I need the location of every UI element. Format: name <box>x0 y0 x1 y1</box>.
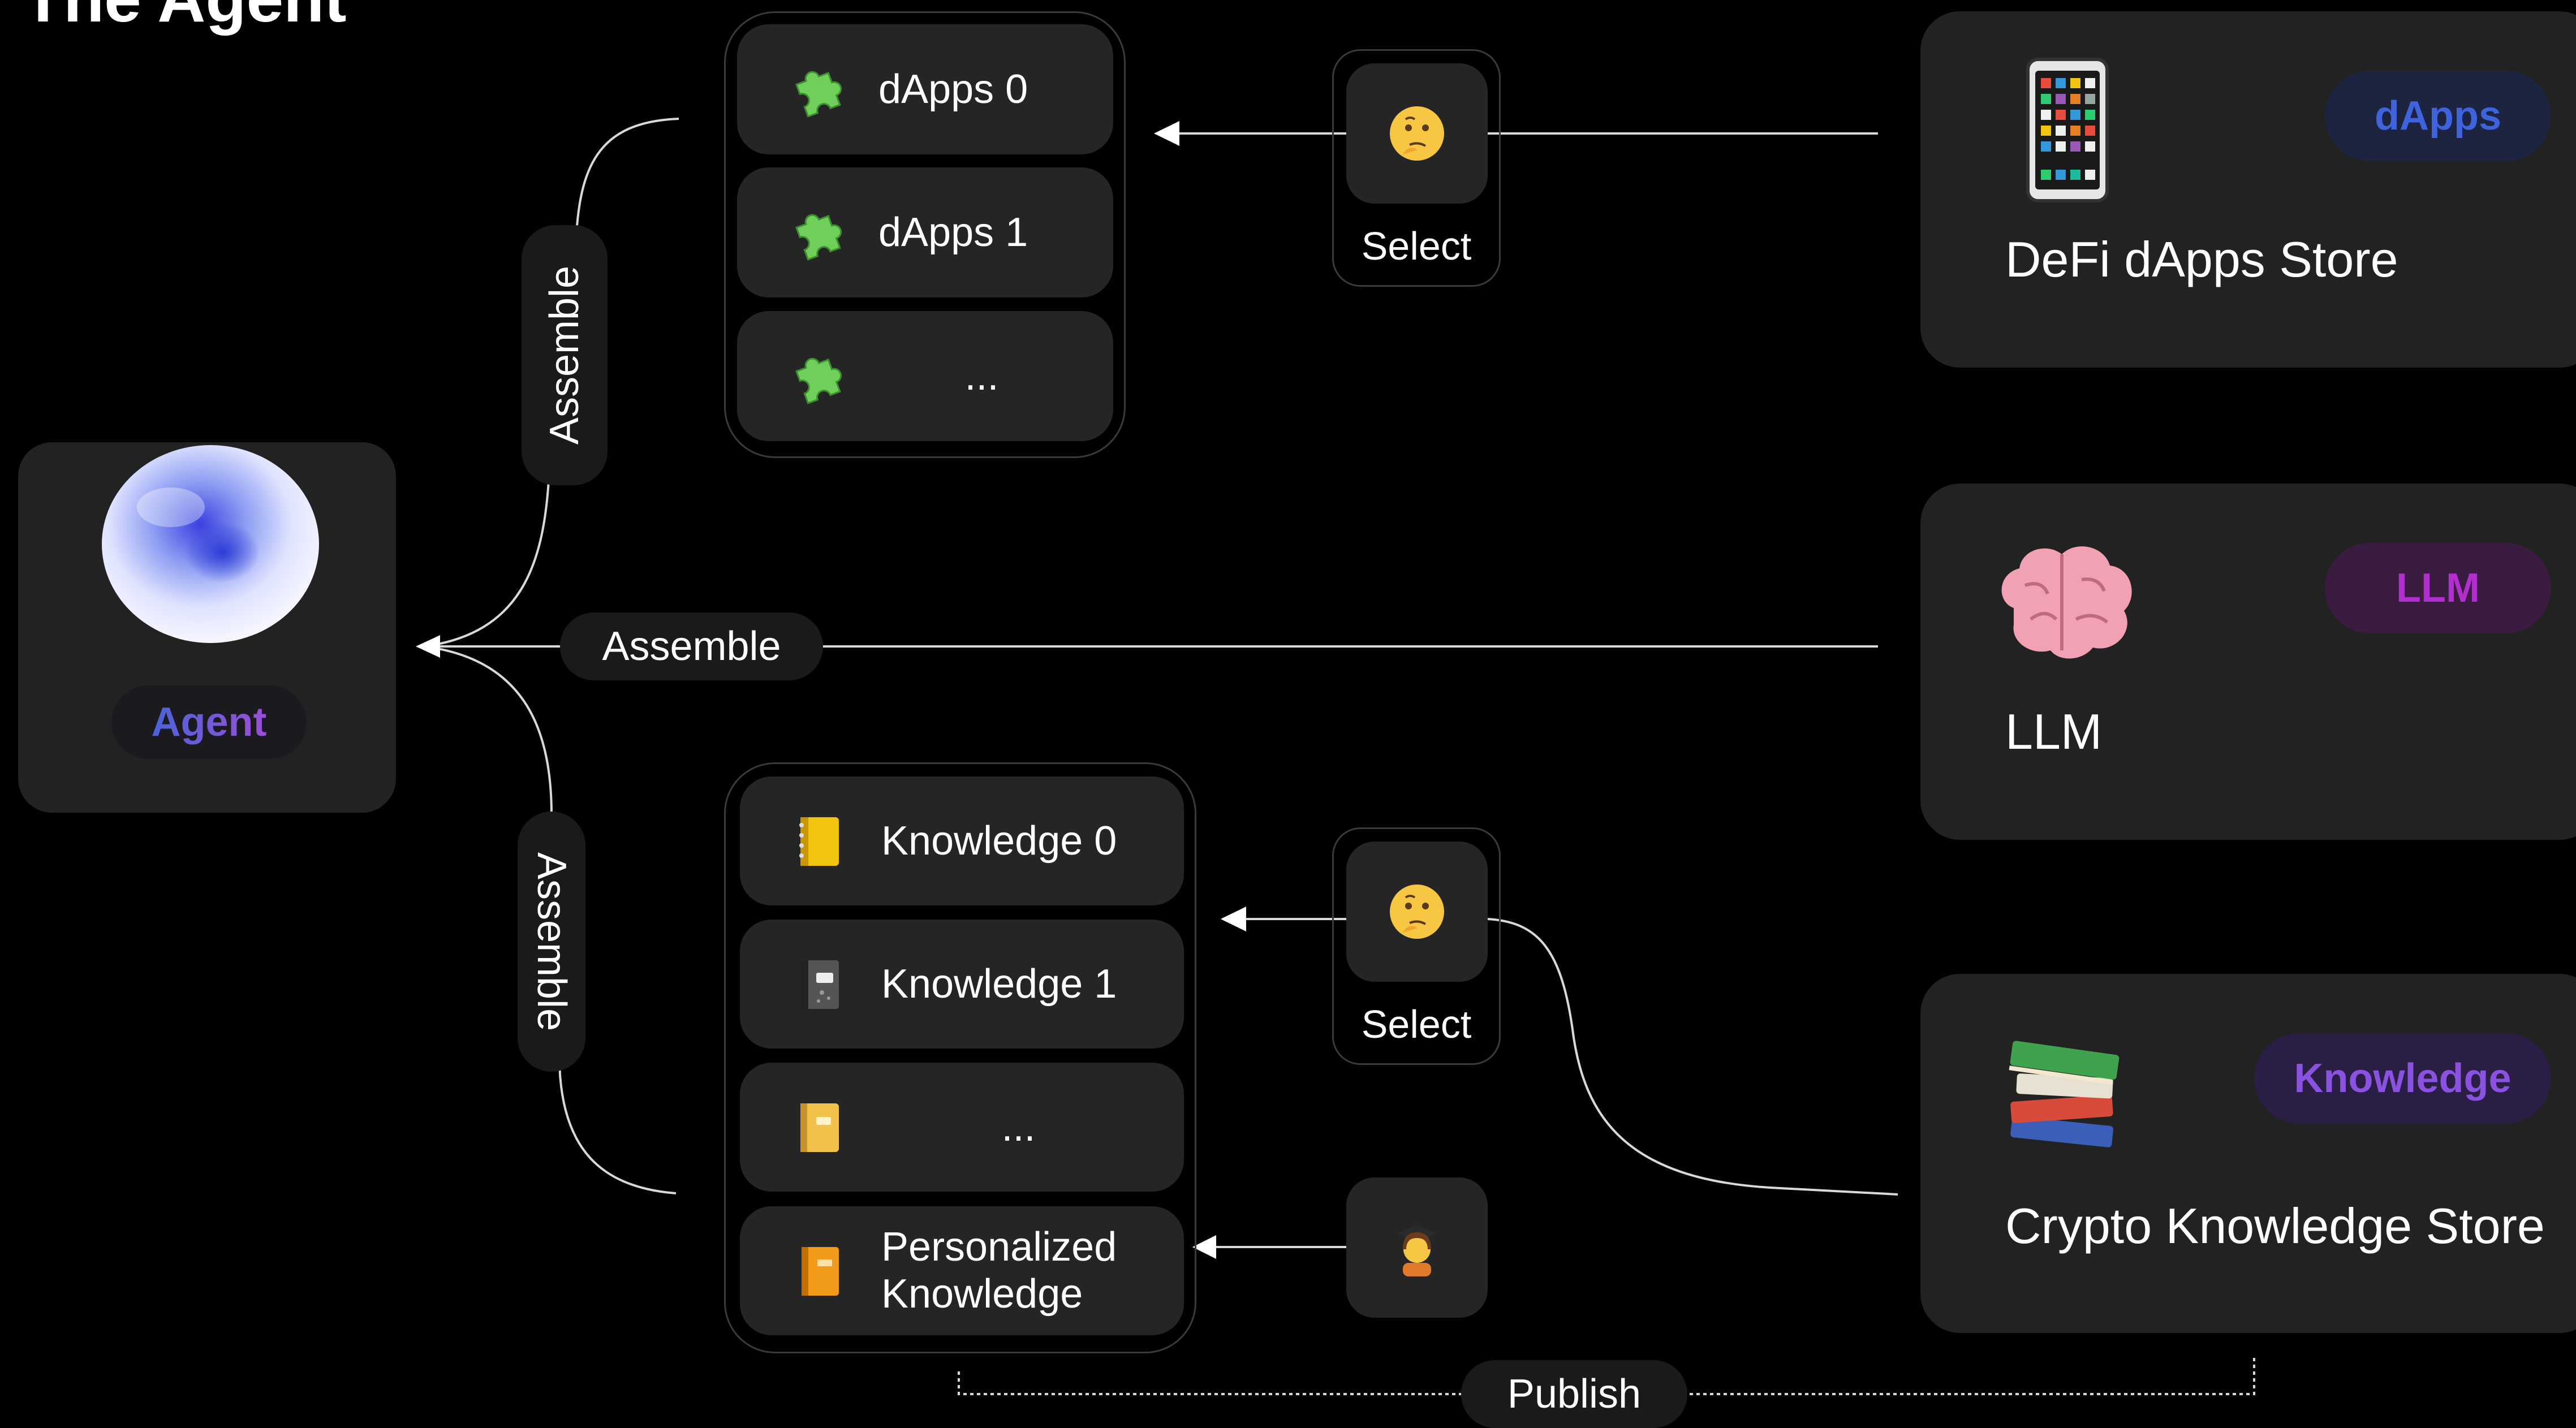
assemble-pill-middle: Assemble <box>560 612 823 680</box>
dapps-store-card[interactable]: dApps DeFi dApps Store <box>1920 11 2576 368</box>
select-dapps[interactable]: Select <box>1332 49 1501 287</box>
select-dapps-label: Select <box>1361 224 1472 268</box>
thinking-face-icon <box>1346 63 1488 204</box>
llm-card[interactable]: LLM LLM <box>1920 484 2576 840</box>
orange-book-icon <box>785 1243 853 1299</box>
dapps-item-0[interactable]: dApps 0 <box>737 24 1113 154</box>
select-knowledge-label: Select <box>1361 1002 1472 1046</box>
dapps-item-1[interactable]: dApps 1 <box>737 167 1113 297</box>
agent-label: Agent <box>151 700 267 745</box>
composition-notebook-icon <box>785 956 853 1012</box>
knowledge-item-more[interactable]: ... <box>740 1063 1184 1192</box>
page-title: The Agent <box>23 0 346 37</box>
select-knowledge[interactable]: Select <box>1332 827 1501 1065</box>
puzzle-icon <box>782 204 850 261</box>
llm-tag: LLM <box>2325 543 2551 633</box>
agent-card[interactable]: Agent <box>18 442 396 813</box>
dapps-store-title: DeFi dApps Store <box>2005 231 2398 287</box>
puzzle-icon <box>782 348 850 404</box>
arrowhead-agent <box>416 635 440 658</box>
agent-label-pill: Agent <box>111 685 307 759</box>
mobile-phone-icon <box>2026 58 2109 202</box>
knowledge-item-1[interactable]: Knowledge 1 <box>740 920 1184 1049</box>
agent-orb-icon <box>102 445 319 643</box>
knowledge-tag: Knowledge <box>2254 1033 2551 1124</box>
assemble-pill-bottom: Assemble <box>518 812 585 1072</box>
knowledge-item-personalized[interactable]: Personalized Knowledge <box>740 1206 1184 1335</box>
arrowhead-knowledge-group <box>1221 907 1246 931</box>
dapps-group: dApps 0 dApps 1 ... <box>724 11 1126 458</box>
student-icon[interactable] <box>1346 1177 1488 1318</box>
dapps-item-more[interactable]: ... <box>737 311 1113 441</box>
publish-pill: Publish <box>1461 1360 1687 1428</box>
knowledge-store-title: Crypto Knowledge Store <box>2005 1198 2545 1254</box>
ledger-icon <box>785 1099 853 1155</box>
knowledge-store-card[interactable]: Knowledge Crypto Knowledge Store <box>1920 974 2576 1333</box>
puzzle-icon <box>782 61 850 118</box>
arrowhead-personal <box>1192 1235 1216 1259</box>
knowledge-item-0[interactable]: Knowledge 0 <box>740 776 1184 905</box>
arrowhead-dapps-group <box>1154 121 1179 146</box>
dapps-tag: dApps <box>2325 71 2551 161</box>
brain-icon <box>2001 546 2132 659</box>
knowledge-group: Knowledge 0 Knowledge 1 ... Personalized… <box>724 762 1196 1353</box>
edge-knowledge-store-select <box>1487 918 1898 1196</box>
yellow-notebook-icon <box>785 813 853 869</box>
assemble-pill-top: Assemble <box>522 225 608 485</box>
thinking-face-icon <box>1346 842 1488 982</box>
llm-title: LLM <box>2005 704 2103 760</box>
books-icon <box>2009 1041 2120 1147</box>
